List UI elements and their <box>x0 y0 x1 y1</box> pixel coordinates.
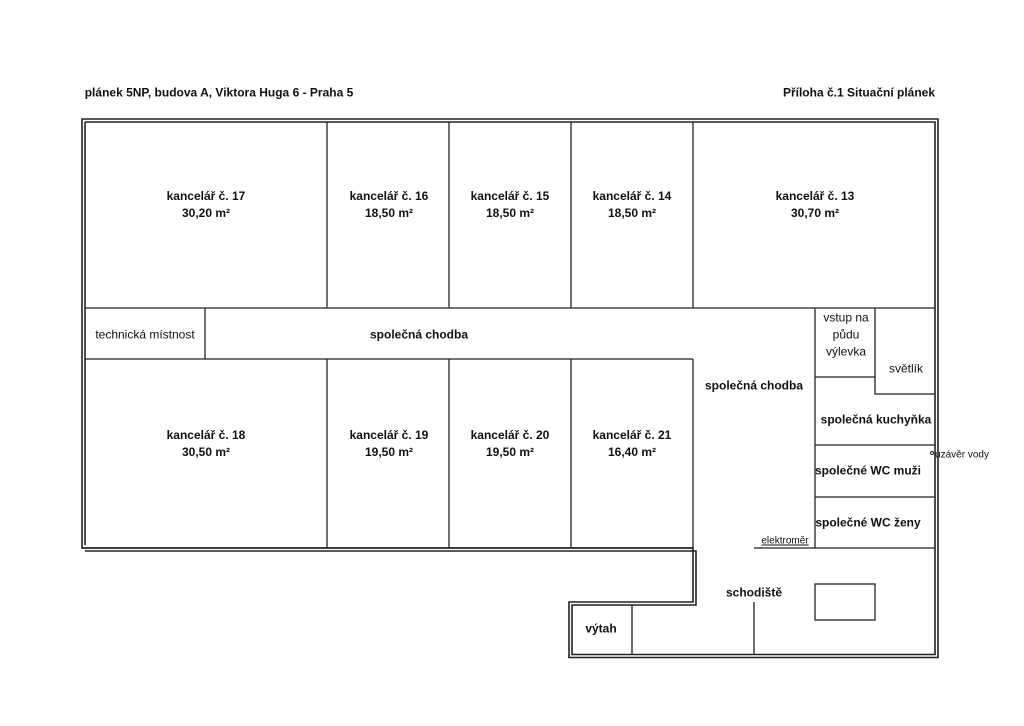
room-area: 18,50 m² <box>485 206 535 220</box>
room-name: kancelář č. 18 <box>166 428 246 442</box>
room-elevator: výtah <box>585 621 617 636</box>
room-office-17: kancelář č. 17 30,20 m² <box>167 188 246 222</box>
room-area: 16,40 m² <box>607 445 657 459</box>
room-office-19: kancelář č. 19 19,50 m² <box>350 427 429 461</box>
room-area: 18,50 m² <box>364 206 414 220</box>
room-area: 19,50 m² <box>364 445 414 459</box>
label-line: vstup na <box>823 310 869 325</box>
room-area: 30,70 m² <box>790 206 840 220</box>
room-area: 30,50 m² <box>181 445 231 459</box>
room-area: 30,20 m² <box>181 206 231 220</box>
attachment-label: Příloha č.1 Situační plánek <box>782 85 936 100</box>
room-office-14: kancelář č. 14 18,50 m² <box>593 188 672 222</box>
room-name: kancelář č. 15 <box>470 189 550 203</box>
plan-title: plánek 5NP, budova A, Viktora Huga 6 - P… <box>84 85 354 100</box>
room-technical: technická místnost <box>95 327 195 342</box>
room-office-15: kancelář č. 15 18,50 m² <box>471 188 550 222</box>
room-corridor-right: společná chodba <box>704 378 804 393</box>
label-line: půdu <box>832 327 860 342</box>
room-corridor: společná chodba <box>369 327 469 342</box>
room-attic-access: vstup na půdu výlevka <box>823 310 868 361</box>
room-area: 18,50 m² <box>607 206 657 220</box>
electric-meter-label: elektroměr <box>761 535 809 547</box>
room-wc-women: společné WC ženy <box>815 515 921 530</box>
room-area: 19,50 m² <box>485 445 535 459</box>
label-line: výlevka <box>825 344 866 359</box>
room-office-13: kancelář č. 13 30,70 m² <box>776 188 855 222</box>
room-name: kancelář č. 17 <box>166 189 246 203</box>
room-name: kancelář č. 16 <box>349 189 429 203</box>
room-office-20: kancelář č. 20 19,50 m² <box>471 427 550 461</box>
room-stairs: schodiště <box>725 585 783 600</box>
room-kitchen: společná kuchyňka <box>820 412 932 427</box>
room-office-18: kancelář č. 18 30,50 m² <box>167 427 246 461</box>
room-name: kancelář č. 19 <box>349 428 429 442</box>
room-skylight: světlík <box>888 361 924 376</box>
water-valve-label: uzávěr vody <box>935 449 989 461</box>
room-name: kancelář č. 13 <box>775 189 855 203</box>
room-wc-men: společné WC muži <box>814 463 922 478</box>
room-office-16: kancelář č. 16 18,50 m² <box>350 188 429 222</box>
room-name: kancelář č. 20 <box>470 428 550 442</box>
room-name: kancelář č. 14 <box>592 189 672 203</box>
room-name: kancelář č. 21 <box>592 428 672 442</box>
room-office-21: kancelář č. 21 16,40 m² <box>593 427 672 461</box>
